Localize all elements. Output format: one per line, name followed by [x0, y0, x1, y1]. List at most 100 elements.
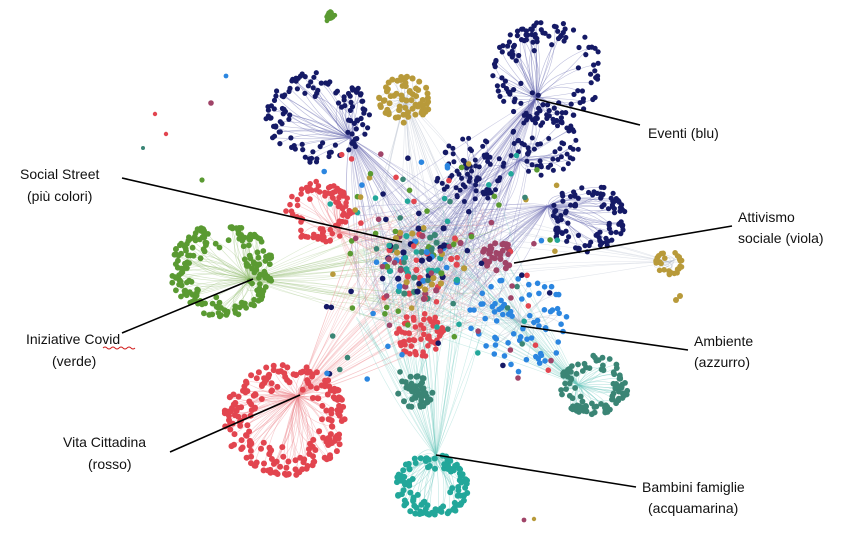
eventi_mid-edge — [490, 159, 521, 220]
eventi_mid-node — [565, 161, 571, 167]
core-node — [505, 251, 511, 258]
eventi_top_right-node — [588, 71, 594, 77]
label-social-street-line2: (più colori) — [27, 188, 92, 204]
vita_bottom-node — [279, 362, 286, 369]
gold_top-node — [402, 74, 409, 81]
core-node — [444, 218, 451, 225]
bambini-edge — [414, 449, 437, 459]
vita_bottom-node — [243, 378, 249, 385]
label-bambini-line1: Bambini famiglie — [642, 479, 745, 495]
core-node — [428, 270, 435, 276]
eventi_right-node — [606, 220, 612, 226]
core-node — [337, 366, 343, 373]
eventi_right-node — [586, 189, 592, 196]
vita_upper-node — [337, 233, 343, 239]
vita_bottom-edge — [297, 395, 314, 440]
vita_upper-node — [342, 219, 349, 225]
eventi_mid-edge — [519, 122, 537, 161]
vita_bottom-node — [244, 422, 251, 429]
eventi_center-node — [449, 173, 455, 178]
gold_top-node — [412, 101, 419, 108]
covid-node — [185, 252, 191, 259]
teal_right-edge — [359, 312, 579, 386]
covid-node — [173, 287, 179, 294]
teal_lower-edge — [414, 309, 445, 393]
eventi_top_left-node — [353, 126, 359, 132]
eventi_mid-node — [559, 120, 565, 126]
eventi_top_left-edge — [349, 137, 493, 307]
teal_right-node — [602, 404, 608, 411]
ambiente-node — [480, 301, 486, 307]
covid-edge — [196, 277, 251, 296]
covid-edge — [192, 247, 251, 280]
eventi_top_left-node — [265, 113, 271, 119]
teal_right-node — [598, 401, 604, 407]
teal_right-edge — [392, 292, 579, 386]
eventi_top_right-node — [536, 105, 542, 111]
eventi_top_right-edge — [524, 40, 537, 99]
bambini-node — [425, 464, 431, 471]
covid-node — [181, 243, 188, 249]
ambiente-node — [479, 290, 486, 297]
eventi_center-node — [439, 180, 445, 186]
eventi_right-node — [552, 209, 558, 215]
eventi_top_left-edge — [291, 80, 351, 139]
social_street_core-node — [414, 288, 421, 295]
eventi_top_right-node — [591, 62, 597, 68]
eventi_center-node — [472, 157, 478, 163]
eventi_right-node — [568, 193, 574, 200]
vita_upper-node — [344, 195, 351, 201]
bambini-node — [423, 455, 430, 462]
vita_bottom-node — [279, 444, 286, 451]
teal_right-node — [589, 400, 595, 407]
eventi_center-edge — [428, 185, 475, 312]
gold_top-node — [396, 103, 403, 110]
covid-node — [235, 311, 242, 318]
eventi_top_right-node — [518, 80, 524, 86]
gold_top-node — [405, 113, 412, 120]
vita_bottom-edge — [297, 395, 325, 458]
covid-node — [247, 255, 254, 262]
vita_bottom-edge — [297, 395, 305, 460]
eventi_top_right-node — [562, 26, 568, 32]
core-node — [416, 210, 422, 217]
vita_bottom-edge — [297, 303, 480, 397]
social_street_core-node — [392, 243, 400, 250]
eventi_top_left-edge — [279, 130, 351, 139]
vita_bottom-edge — [297, 395, 330, 458]
vita_bottom-node — [333, 448, 340, 455]
eventi_top_left-edge — [349, 137, 434, 254]
eventi_top_right-node — [534, 20, 540, 26]
covid-edge — [175, 278, 251, 291]
eventi_top_right-edge — [535, 97, 555, 109]
vita_bottom-edge — [290, 395, 299, 461]
bambini-node — [462, 484, 469, 491]
eventi_center-node — [501, 160, 507, 166]
social_street_core-node — [396, 283, 403, 290]
vita_bottom-edge — [233, 390, 299, 397]
vita_bottom-node — [325, 377, 332, 384]
core-node — [478, 260, 485, 267]
gold_ring-node — [662, 255, 668, 261]
core-node — [515, 375, 521, 381]
vita_upper-node — [288, 208, 295, 214]
covid-node — [240, 243, 247, 250]
eventi_top_left-node — [302, 90, 308, 96]
vita_bottom-node — [304, 377, 311, 384]
core-node — [413, 257, 420, 264]
vita_upper-node — [332, 188, 339, 195]
eventi_center-node — [461, 199, 467, 204]
vita_bottom-node — [231, 431, 238, 438]
ambiente-node — [527, 312, 533, 319]
core-node — [405, 322, 411, 328]
eventi_right-node — [610, 190, 616, 196]
covid-node — [256, 290, 262, 296]
eventi_top_left-edge — [275, 95, 351, 139]
eventi_center-node — [453, 185, 459, 191]
eventi_top_left-node — [307, 159, 313, 165]
covid-edge — [205, 242, 251, 280]
eventi_right-node — [599, 204, 605, 210]
eventi_mid-edge — [519, 155, 569, 164]
eventi_top_right-node — [538, 27, 544, 33]
teal_right-node — [566, 380, 573, 387]
